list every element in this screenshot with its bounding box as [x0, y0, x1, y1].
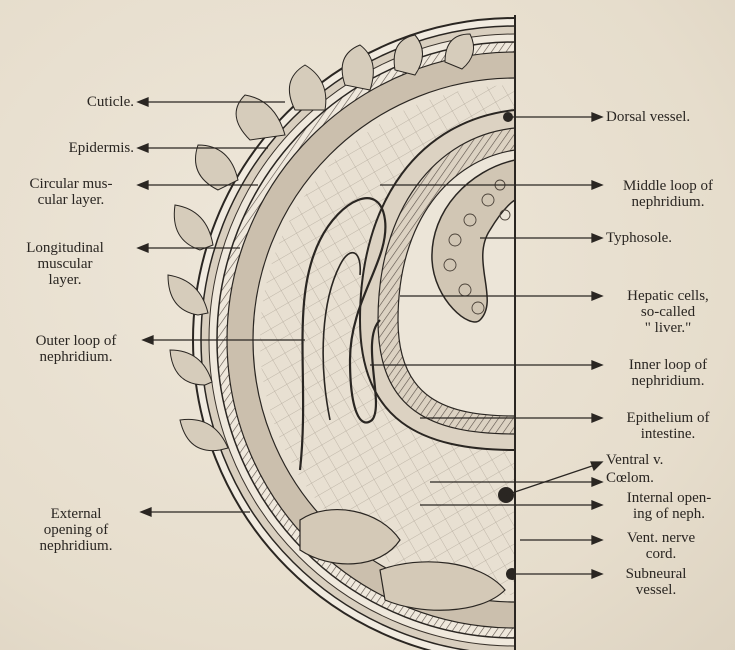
label-ventral-vessel: Ventral v. [606, 452, 730, 468]
label-external-opening-nephridium: External opening of nephridium. [16, 506, 136, 554]
label-subneural-vessel: Subneural vessel. [606, 566, 706, 598]
label-circular-muscular-layer: Circular mus- cular layer. [8, 176, 134, 208]
label-hepatic-cells: Hepatic cells, so-called " liver." [606, 288, 730, 336]
label-dorsal-vessel: Dorsal vessel. [606, 109, 730, 125]
label-outer-loop-nephridium: Outer loop of nephridium. [14, 333, 138, 365]
label-longitudinal-muscular-layer: Longitudinal muscular layer. [10, 240, 120, 288]
label-inner-loop-nephridium: Inner loop of nephridium. [606, 357, 730, 389]
label-internal-opening: Internal open- ing of neph. [606, 490, 732, 522]
label-epidermis: Epidermis. [30, 140, 134, 156]
label-epithelium-intestine: Epithelium of intestine. [606, 410, 730, 442]
label-coelom: Cœlom. [606, 470, 730, 486]
label-typhosole: Typhosole. [606, 230, 706, 246]
label-ventral-nerve-cord: Vent. nerve cord. [606, 530, 716, 562]
label-middle-loop-nephridium: Middle loop of nephridium. [606, 178, 730, 210]
label-cuticle: Cuticle. [58, 94, 134, 110]
